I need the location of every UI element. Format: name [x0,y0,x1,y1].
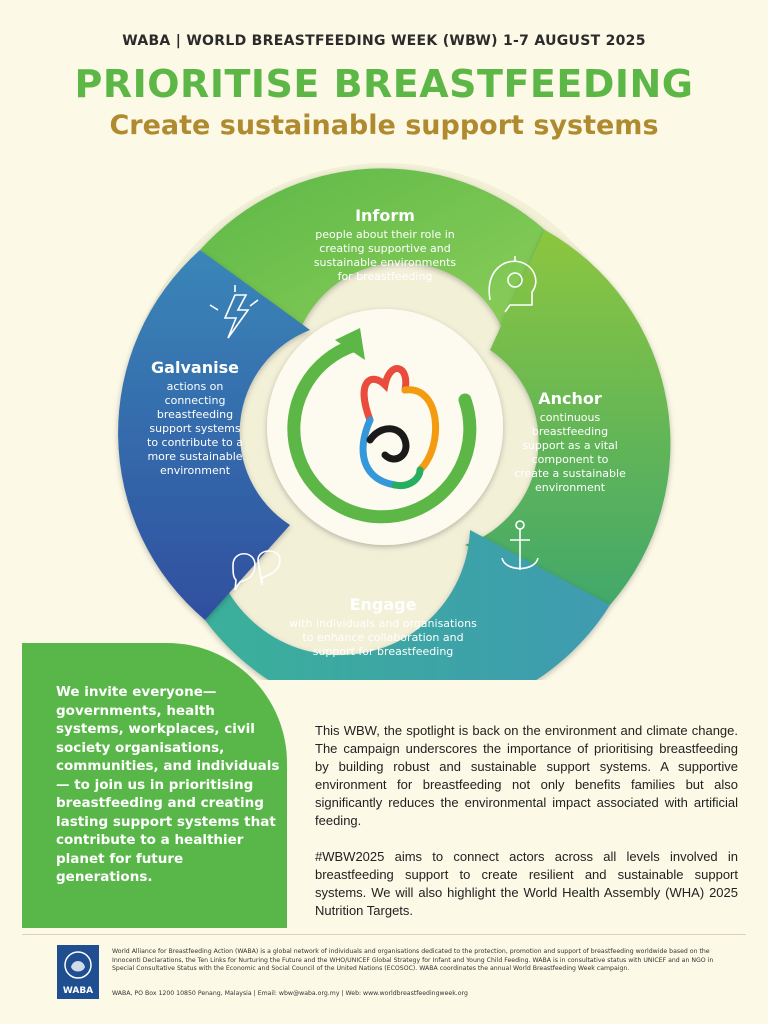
body-paragraph-1: This WBW, the spotlight is back on the e… [315,723,738,828]
galvanise-heading: Galvanise [151,358,239,377]
inform-text: Inform people about their role in creati… [300,206,470,284]
anchor-line: environment [534,481,606,494]
body-paragraph-2: #WBW2025 aims to connect actors across a… [315,849,738,918]
inform-line: for breastfeeding [337,270,433,283]
page-title: PRIORITISE BREASTFEEDING [74,62,694,106]
waba-logo: WABA [57,945,99,999]
campaign-description: This WBW, the spotlight is back on the e… [315,722,738,938]
inform-heading: Inform [355,206,415,225]
invite-text: We invite everyone— governments, health … [56,684,280,885]
engage-segment [205,520,610,680]
logo-label: WABA [62,986,94,996]
anchor-line: breastfeeding [531,425,609,438]
invite-panel: We invite everyone— governments, health … [22,643,287,928]
inform-line: sustainable environments [313,256,457,269]
galvanise-line: environment [159,464,231,477]
center-arrow [287,338,477,524]
inform-line: people about their role in [315,228,455,241]
anchor-line: create a sustainable [514,467,626,480]
galvanise-line: actions on [166,380,224,393]
event-line: WABA | WORLD BREASTFEEDING WEEK (WBW) 1-… [122,33,646,49]
anchor-heading: Anchor [538,389,602,408]
galvanise-line: connecting [164,394,226,407]
anchor-line: support as a vital [522,439,618,452]
lightbulb-head-icon [488,256,537,313]
anchor-text: Anchor continuous breastfeeding support … [508,389,632,495]
footer-divider [22,934,746,935]
anchor-icon [501,520,539,570]
mother-baby-logo-icon [359,365,440,490]
galvanise-segment [118,250,311,620]
lightning-icon [209,285,259,339]
footer-about: World Alliance for Breastfeeding Action … [112,948,714,972]
engage-line: to enhance collaboration and [302,631,464,644]
waba-emblem-icon [64,951,92,979]
galvanise-line: support systems [149,422,241,435]
galvanise-line: to contribute to a [147,436,243,449]
engage-line: with individuals and organisations [289,617,477,630]
galvanise-line: breastfeeding [156,408,234,421]
cycle-diagram [118,163,671,680]
anchor-line: component to [531,453,609,466]
anchor-segment [465,230,671,605]
anchor-line: continuous [539,411,601,424]
speech-bubbles-icon [232,550,281,591]
footer-contact: WABA, PO Box 1200 10850 Penang, Malaysia… [112,990,468,997]
engage-heading: Engage [349,595,417,614]
galvanise-text: Galvanise actions on connecting breastfe… [135,358,255,478]
engage-line: support for breastfeeding [312,645,454,658]
galvanise-line: more sustainable [147,450,243,463]
center-arrowhead [335,328,365,360]
inform-line: creating supportive and [319,242,451,255]
engage-text: Engage with individuals and organisation… [268,595,498,659]
inform-segment [200,168,545,355]
page-subtitle: Create sustainable support systems [109,110,659,141]
